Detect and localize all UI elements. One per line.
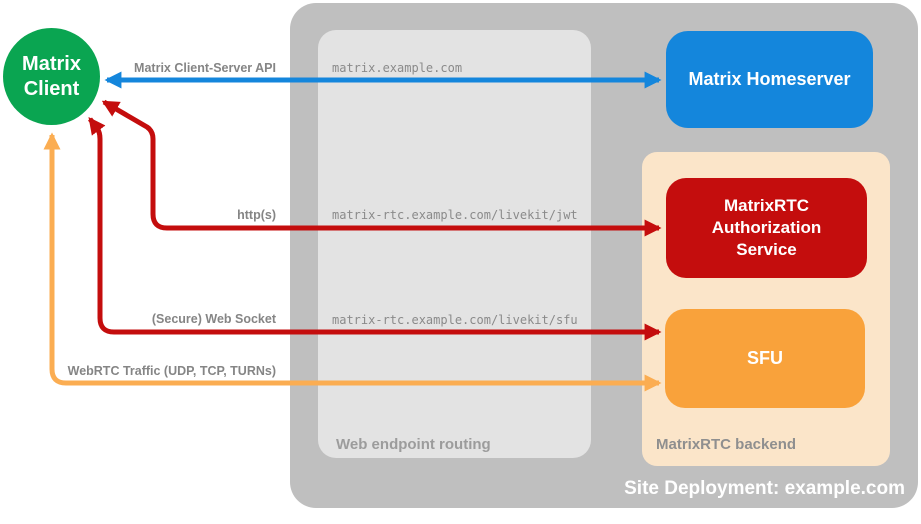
matrix-homeserver-node: Matrix Homeserver bbox=[666, 31, 873, 128]
matrixrtc-authorization-service-node: MatrixRTC Authorization Service bbox=[666, 178, 867, 278]
webrtc-traffic-label: WebRTC Traffic (UDP, TCP, TURNs) bbox=[67, 364, 276, 378]
matrix-client-node: Matrix Client bbox=[3, 28, 100, 125]
websocket-label: (Secure) Web Socket bbox=[151, 312, 276, 326]
arrow-webrtc-traffic bbox=[43, 132, 662, 392]
https-label: http(s) bbox=[237, 208, 276, 222]
matrixrtc-backend-label: MatrixRTC backend bbox=[656, 436, 797, 453]
web-endpoint-routing-label: Web endpoint routing bbox=[336, 436, 491, 453]
site-deployment-label: Site Deployment: example.com bbox=[624, 478, 905, 499]
sfu-node: SFU bbox=[665, 309, 865, 408]
client-server-api-label: Matrix Client-Server API bbox=[134, 61, 276, 75]
